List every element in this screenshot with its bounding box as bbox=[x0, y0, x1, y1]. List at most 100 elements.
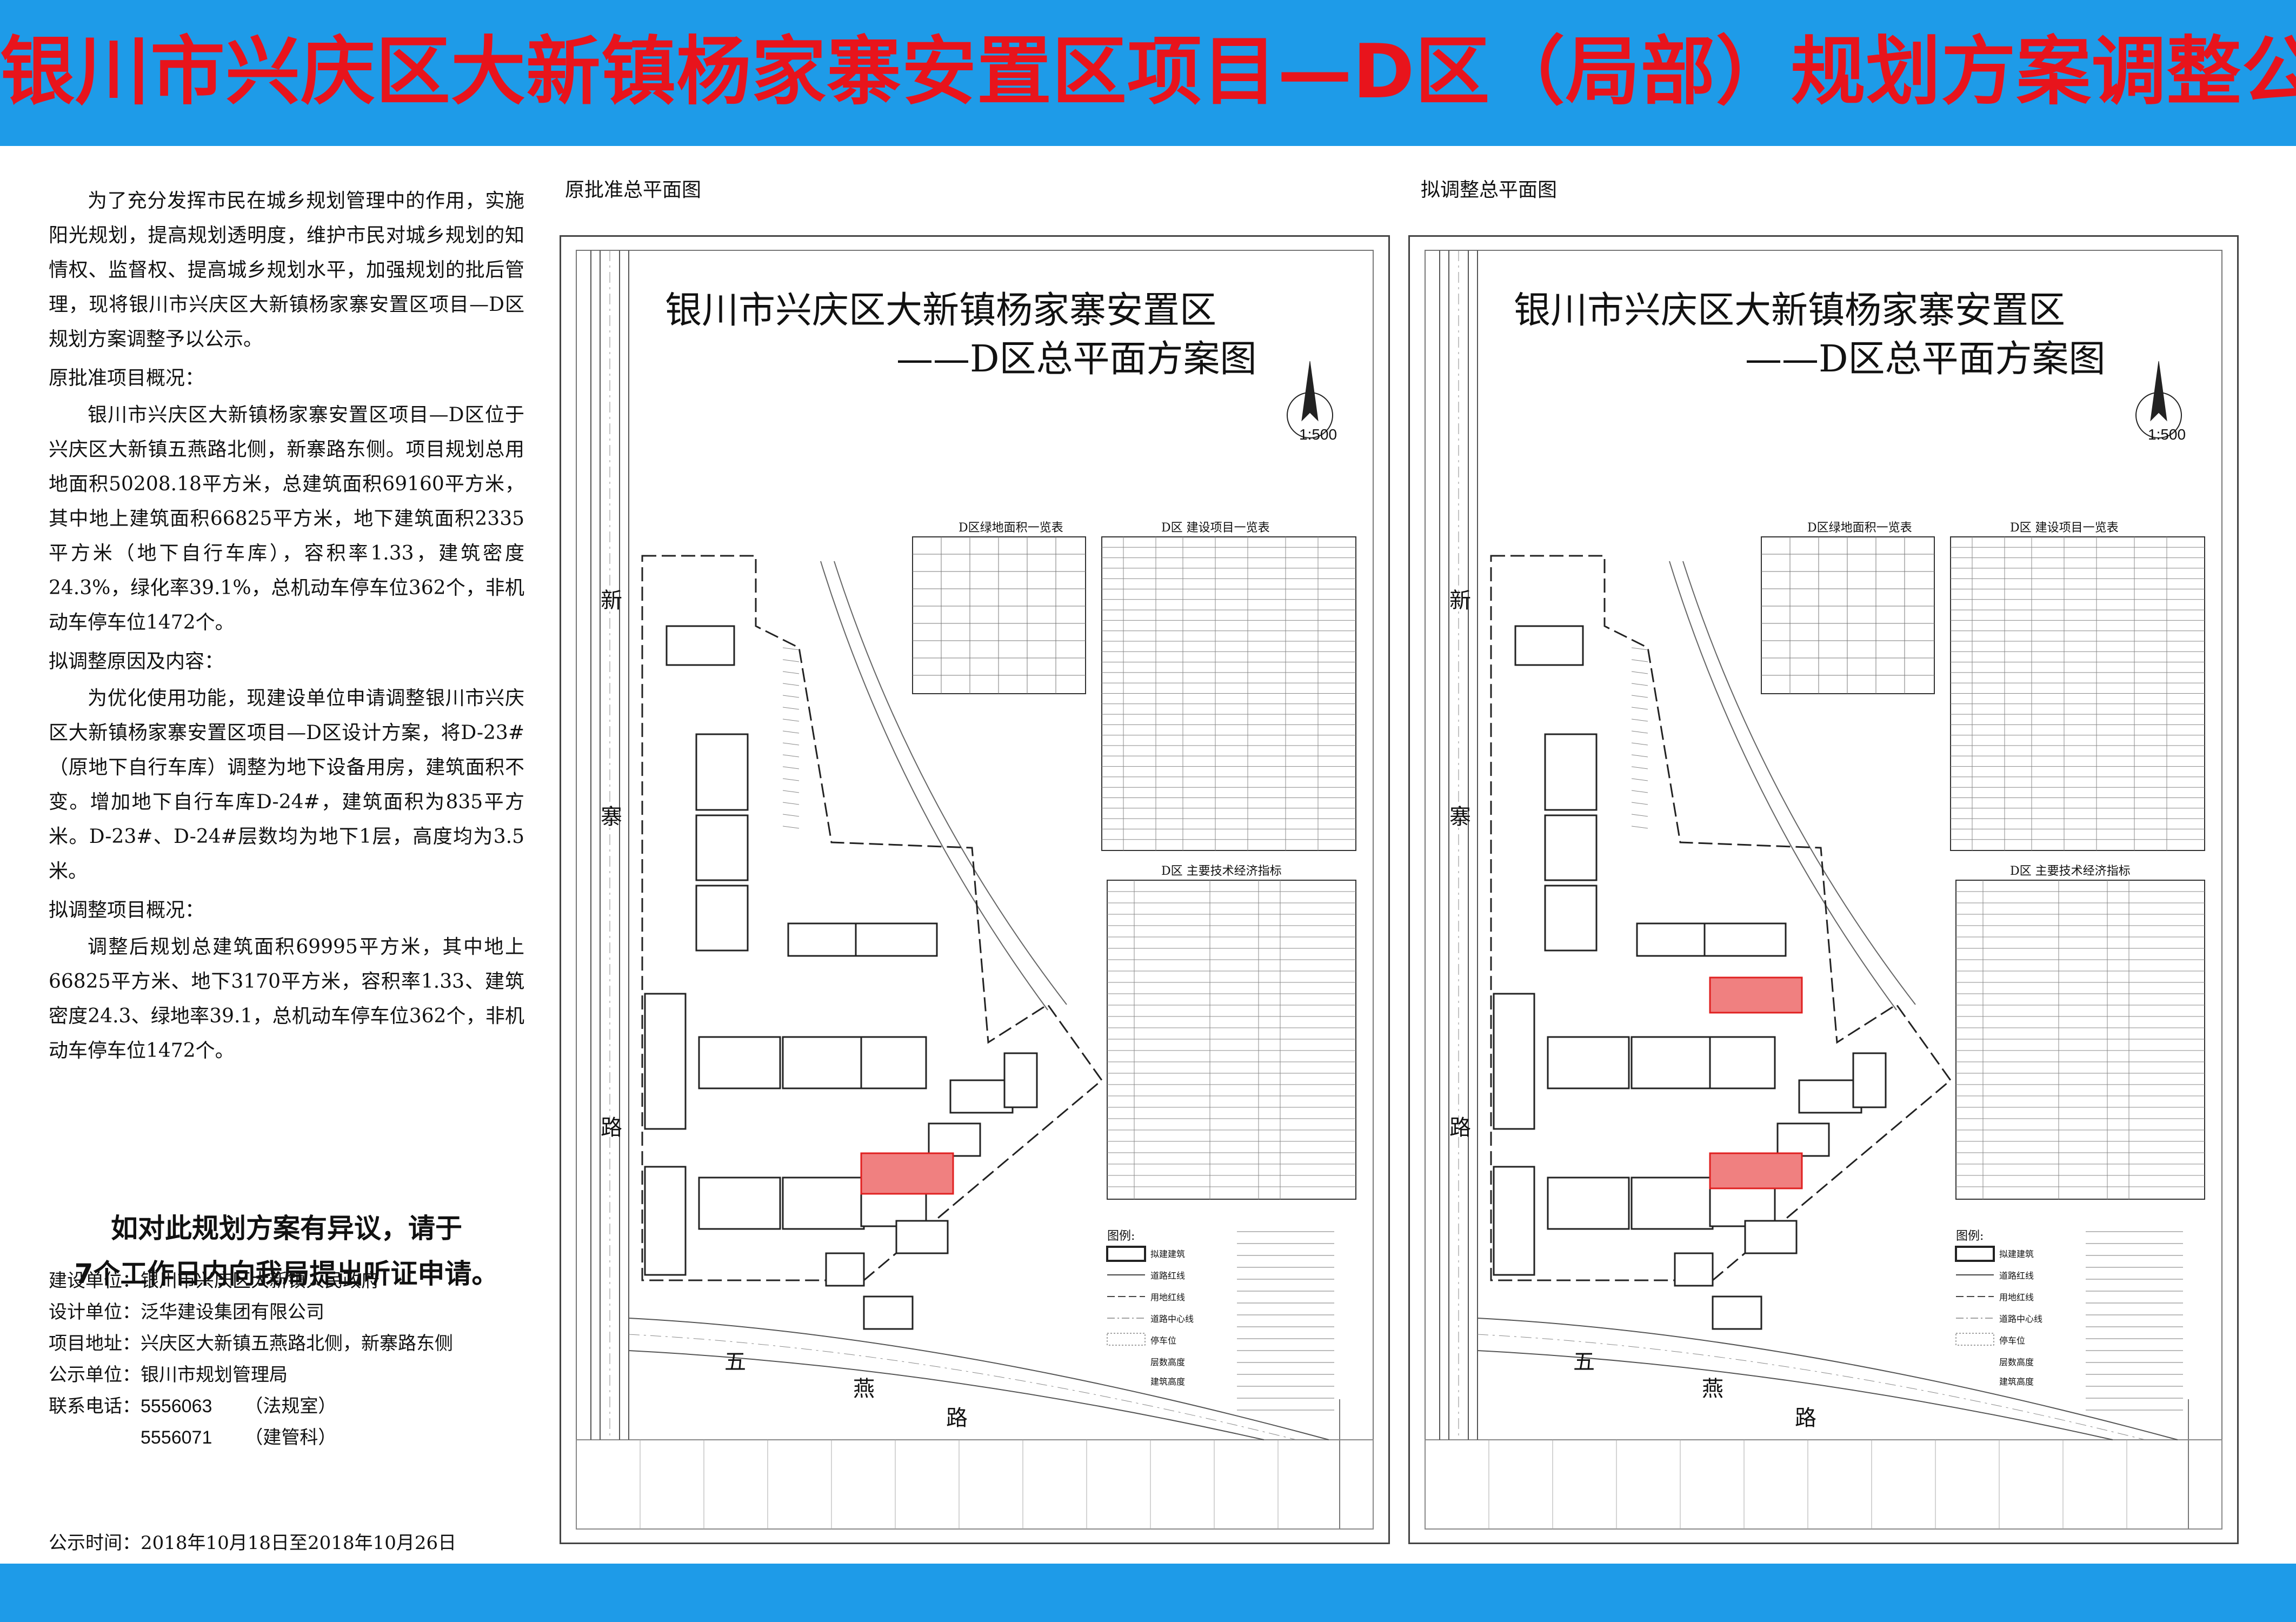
building bbox=[644, 993, 687, 1130]
green-table bbox=[1761, 536, 1935, 694]
parking-stall bbox=[782, 778, 800, 781]
scale-label: 1:500 bbox=[1299, 426, 1337, 443]
building bbox=[782, 1176, 865, 1230]
builder-value: 银川市兴庆区大新镇人民政府 bbox=[141, 1270, 380, 1292]
adjusted-site-plan-drawing bbox=[1425, 250, 2222, 1530]
notice-period: 公示时间：2018年10月18日至2018年10月26日 bbox=[49, 1532, 457, 1554]
contact-info: 建设单位：银川市兴庆区大新镇人民政府 设计单位：泛华建设集团有限公司 项目地址：… bbox=[49, 1265, 535, 1453]
highlight-d24 bbox=[1709, 976, 1803, 1014]
publisher-value: 银川市规划管理局 bbox=[141, 1364, 288, 1386]
building bbox=[1493, 993, 1535, 1130]
building bbox=[1852, 1052, 1887, 1108]
north-arrow-icon bbox=[2150, 361, 2167, 422]
building bbox=[665, 625, 735, 666]
legend-parking: 停车位 bbox=[1999, 1335, 2026, 1346]
road-label-xin: 新 bbox=[1449, 588, 1471, 613]
parking-stall bbox=[782, 719, 800, 722]
legend-centerline: 道路中心线 bbox=[1150, 1314, 1194, 1324]
parking-stall bbox=[1631, 730, 1648, 734]
building bbox=[644, 1166, 687, 1276]
diagonal-line bbox=[1682, 561, 1916, 1005]
phone-number-1: 5556063 bbox=[141, 1396, 212, 1417]
building bbox=[1636, 922, 1716, 957]
road-centerline bbox=[628, 1334, 1297, 1440]
designer-value: 泛华建设集团有限公司 bbox=[141, 1301, 324, 1323]
publisher-row: 公示单位：银川市规划管理局 bbox=[49, 1364, 288, 1386]
legend-height: 建筑高度 bbox=[1150, 1377, 1186, 1387]
legend-site-redline: 用地红线 bbox=[1150, 1292, 1186, 1302]
parking-stall bbox=[782, 814, 800, 817]
designer-row: 设计单位：泛华建设集团有限公司 bbox=[49, 1301, 324, 1323]
building bbox=[1744, 1220, 1798, 1254]
legend-title: 图例: bbox=[1107, 1229, 1135, 1243]
phone-row-2: 5556071（建管科） bbox=[49, 1422, 535, 1453]
building bbox=[787, 922, 868, 957]
parking-stall bbox=[782, 647, 800, 650]
building bbox=[695, 733, 749, 811]
address-row: 项目地址：兴庆区大新镇五燕路北侧，新寨路东侧 bbox=[49, 1333, 453, 1354]
building bbox=[855, 922, 938, 957]
green-table-caption: D区绿地面积一览表 bbox=[959, 521, 1063, 535]
green-table-caption: D区绿地面积一览表 bbox=[1807, 521, 1912, 535]
road-label-lu-bottom: 路 bbox=[946, 1406, 968, 1431]
parking-stall bbox=[1631, 742, 1648, 746]
tech-table bbox=[1107, 880, 1356, 1200]
parking-stall bbox=[782, 707, 800, 710]
section-reason-heading: 拟调整原因及内容： bbox=[49, 650, 224, 673]
phone-dept-1: （法规室） bbox=[244, 1395, 337, 1417]
building bbox=[1631, 1176, 1714, 1230]
parking-stall bbox=[782, 671, 800, 674]
phone-dept-2: （建管科） bbox=[244, 1427, 337, 1448]
footer-bar bbox=[0, 1564, 2296, 1622]
diagonal-line bbox=[834, 561, 1067, 1005]
legend-floors: 层数高度 bbox=[1150, 1357, 1186, 1367]
address-value: 兴庆区大新镇五燕路北侧，新寨路东侧 bbox=[141, 1333, 453, 1354]
building bbox=[1544, 885, 1598, 952]
legend-swatch-parking bbox=[1107, 1333, 1146, 1346]
parking-stall bbox=[782, 766, 800, 769]
plan-title-line2: ——D区总平面方案图 bbox=[1745, 338, 2106, 381]
building-table-caption: D区 建设项目一览表 bbox=[1161, 521, 1270, 535]
building bbox=[949, 1079, 1014, 1114]
parking-stall bbox=[1631, 790, 1648, 793]
building bbox=[1003, 1052, 1038, 1108]
scale-label: 1:500 bbox=[2148, 426, 2186, 443]
parking-stall bbox=[782, 826, 800, 829]
legend-parking: 停车位 bbox=[1150, 1335, 1177, 1346]
road-edge bbox=[1477, 1350, 2113, 1440]
adjusted-site-plan: 银川市兴庆区大新镇杨家寨安置区 ——D区总平面方案图 1:500 D区绿地面积一… bbox=[1408, 235, 2239, 1544]
building bbox=[1798, 1079, 1862, 1114]
building bbox=[1674, 1252, 1714, 1287]
original-site-plan: 银川市兴庆区大新镇杨家寨安置区 ——D区总平面方案图 1:500 D区绿地面积一… bbox=[560, 235, 1390, 1544]
road-label-zhai: 寨 bbox=[1449, 805, 1471, 829]
road-label-xin: 新 bbox=[601, 588, 622, 613]
parking-stall bbox=[1631, 754, 1648, 757]
building bbox=[1544, 814, 1598, 881]
road-label-wu: 五 bbox=[724, 1350, 746, 1374]
building bbox=[1547, 1036, 1630, 1089]
plan-title-line1: 银川市兴庆区大新镇杨家寨安置区 bbox=[665, 289, 1217, 332]
section-original-heading: 原批准项目概况： bbox=[49, 367, 205, 389]
plan-title-line2: ——D区总平面方案图 bbox=[896, 338, 1257, 381]
building bbox=[1709, 1182, 1776, 1227]
parking-stall bbox=[782, 730, 800, 734]
building bbox=[928, 1122, 981, 1157]
building bbox=[1514, 625, 1584, 666]
banner-title: 银川市兴庆区大新镇杨家寨安置区项目—D区（局部）规划方案调整公示 bbox=[0, 28, 2296, 115]
diagonal-line bbox=[820, 561, 1048, 1011]
appeal-line-1: 如对此规划方案有异议，请于 bbox=[111, 1213, 462, 1244]
tech-table-caption: D区 主要技术经济指标 bbox=[2010, 865, 2131, 878]
building bbox=[695, 814, 749, 881]
parking-stall bbox=[1631, 766, 1648, 769]
legend-floors: 层数高度 bbox=[1999, 1357, 2034, 1367]
highlight-d23 bbox=[1709, 1152, 1803, 1189]
legend-height: 建筑高度 bbox=[1999, 1377, 2034, 1387]
legend-road-redline: 道路红线 bbox=[1999, 1271, 2034, 1281]
parking-stall bbox=[1631, 647, 1648, 650]
title-block bbox=[576, 1439, 1374, 1530]
building bbox=[1493, 1166, 1535, 1276]
building bbox=[1712, 1295, 1762, 1330]
appeal-line-2: 7个工作日内向我局提出听证申请。 bbox=[74, 1258, 499, 1289]
legend-site-redline: 用地红线 bbox=[1999, 1292, 2034, 1302]
notice-text: 为了充分发挥市民在城乡规划管理中的作用，实施阳光规划，提高规划透明度，维护市民对… bbox=[49, 184, 524, 1068]
